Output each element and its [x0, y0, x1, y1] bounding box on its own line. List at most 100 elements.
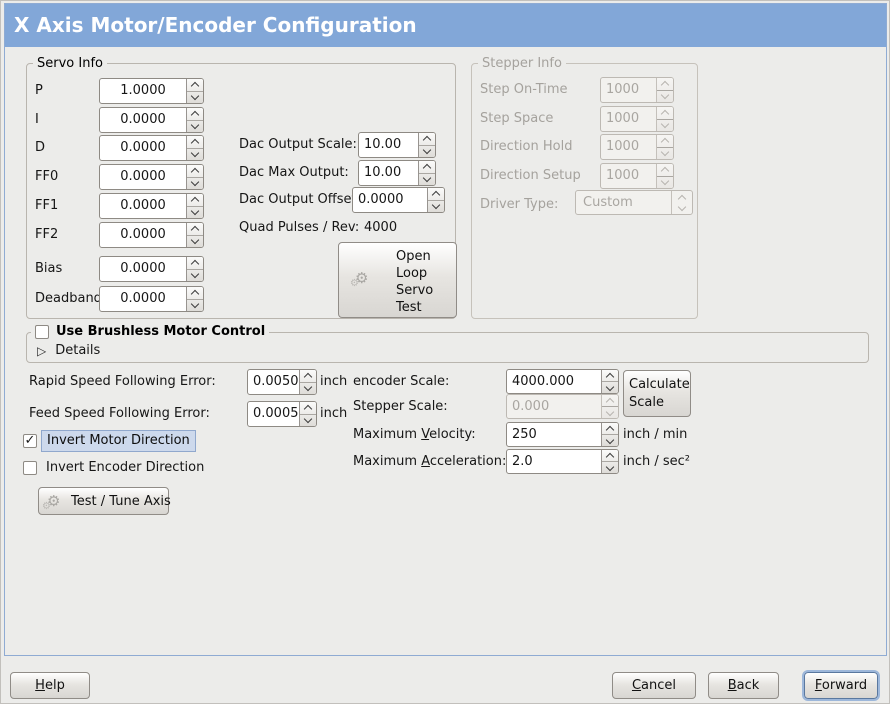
test-tune-axis-label: Test / Tune Axis	[71, 493, 171, 509]
servo-param-label-p: P	[35, 83, 43, 98]
use-brushless-checkbox[interactable]	[35, 324, 49, 339]
rapid-following-error-label: Rapid Speed Following Error:	[29, 374, 216, 389]
rapid-following-error-spinbox[interactable]: 0.0050	[247, 369, 317, 395]
i-spinbox[interactable]: 0.0000	[99, 107, 204, 133]
spin-down-icon	[187, 90, 203, 104]
servo-param-label-ff2: FF2	[35, 227, 59, 242]
servo-param-label-i: I	[35, 112, 39, 127]
invert-encoder-checkbox[interactable]	[23, 461, 37, 475]
servo-param-label-deadband: Deadband	[35, 291, 102, 306]
spin-buttons[interactable]	[186, 223, 203, 247]
spin-buttons[interactable]	[418, 133, 435, 157]
bias-spinbox[interactable]: 0.0000	[99, 256, 204, 282]
spin-down-icon	[602, 406, 618, 418]
spin-down-icon	[657, 118, 673, 132]
servo-info-legend: Servo Info	[33, 56, 107, 71]
step-space-spinbox: 1000	[600, 106, 674, 132]
help-button[interactable]: Help	[10, 672, 90, 699]
spin-up-icon	[602, 450, 618, 461]
spin-buttons	[656, 135, 673, 159]
spin-buttons[interactable]	[186, 287, 203, 311]
step-space-label: Step Space	[480, 111, 554, 126]
spin-buttons[interactable]	[418, 161, 435, 185]
forward-button[interactable]: Forward	[802, 670, 880, 701]
spin-up-icon	[657, 135, 673, 147]
wizard-page: X Axis Motor/Encoder Configuration Servo…	[4, 3, 887, 656]
spin-down-icon	[187, 234, 203, 248]
spin-buttons[interactable]	[601, 370, 618, 393]
spin-up-icon	[187, 136, 203, 148]
spin-buttons[interactable]	[601, 450, 618, 473]
spin-down-icon	[187, 119, 203, 133]
spin-buttons[interactable]	[427, 188, 444, 212]
gears-icon: ⚙⚙	[42, 492, 61, 512]
stepper-scale-spinbox: 0.000	[506, 394, 619, 419]
back-button[interactable]: Back	[708, 672, 779, 699]
ff0-spinbox[interactable]: 0.0000	[99, 164, 204, 190]
acceleration-unit-label: inch / sec²	[623, 454, 691, 469]
direction-hold-label: Direction Hold	[480, 139, 573, 154]
spin-up-icon	[428, 188, 444, 200]
spin-buttons[interactable]	[186, 165, 203, 189]
details-expander[interactable]: ▷ Details	[37, 342, 100, 360]
open-loop-line: Open	[396, 249, 431, 264]
combo-arrows-icon	[671, 191, 692, 214]
details-label: Details	[55, 343, 101, 358]
invert-motor-checkbox[interactable]: ✓	[23, 434, 37, 448]
spin-up-icon	[187, 194, 203, 206]
spin-buttons[interactable]	[299, 402, 316, 426]
spin-up-icon	[300, 370, 316, 382]
maximum-acceleration-label: Maximum Acceleration:	[353, 454, 507, 469]
ff2-spinbox[interactable]: 0.0000	[99, 222, 204, 248]
spin-down-icon	[419, 144, 435, 158]
deadband-spinbox[interactable]: 0.0000	[99, 286, 204, 312]
stepper-info-legend: Stepper Info	[478, 56, 566, 71]
open-loop-line: Test	[396, 300, 422, 315]
spin-buttons[interactable]	[186, 108, 203, 132]
invert-motor-label[interactable]: Invert Motor Direction	[41, 430, 196, 452]
spin-down-icon	[657, 146, 673, 160]
spin-buttons[interactable]	[186, 257, 203, 281]
feed-unit-label: inch	[320, 406, 348, 421]
servo-param-label-ff1: FF1	[35, 198, 59, 213]
spin-buttons[interactable]	[186, 136, 203, 160]
maximum-velocity-label: Maximum Velocity:	[353, 427, 476, 442]
spin-down-icon	[187, 268, 203, 282]
maximum-acceleration-spinbox[interactable]: 2.0	[506, 449, 619, 474]
spin-up-icon	[187, 223, 203, 235]
d-spinbox[interactable]: 0.0000	[99, 135, 204, 161]
spin-buttons[interactable]	[601, 423, 618, 446]
spin-down-icon	[428, 199, 444, 213]
invert-encoder-label[interactable]: Invert Encoder Direction	[46, 460, 205, 475]
open-loop-servo-test-button[interactable]: ⚙⚙ Open Loop Servo Test	[338, 242, 457, 318]
test-tune-axis-button[interactable]: ⚙⚙ Test / Tune Axis	[38, 487, 171, 515]
spin-down-icon	[300, 381, 316, 395]
calculate-scale-button[interactable]: Calculate Scale	[623, 370, 691, 417]
spin-up-icon	[602, 395, 618, 406]
dac-output-scale-spinbox[interactable]: 10.00	[358, 132, 436, 158]
dac-max-output-spinbox[interactable]: 10.00	[358, 160, 436, 186]
use-brushless-label[interactable]: Use Brushless Motor Control	[56, 324, 266, 339]
servo-info-frame: Servo Info P 1.0000 I 0.0000 D 0.0000 FF…	[26, 56, 457, 319]
spin-buttons[interactable]	[186, 194, 203, 218]
spin-buttons[interactable]	[299, 370, 316, 394]
dac-output-offset-spinbox[interactable]: 0.0000	[352, 187, 445, 213]
servo-param-label-d: D	[35, 140, 46, 155]
feed-following-error-spinbox[interactable]: 0.0005	[247, 401, 317, 427]
maximum-velocity-spinbox[interactable]: 250	[506, 422, 619, 447]
encoder-scale-spinbox[interactable]: 4000.000	[506, 369, 619, 394]
cancel-button[interactable]: Cancel	[612, 672, 696, 699]
ff1-spinbox[interactable]: 0.0000	[99, 193, 204, 219]
p-spinbox[interactable]: 1.0000	[99, 78, 204, 104]
open-loop-line: Servo	[396, 283, 434, 298]
dac-output-scale-label: Dac Output Scale:	[239, 137, 357, 152]
spin-down-icon	[602, 381, 618, 393]
spin-buttons[interactable]	[186, 79, 203, 103]
spin-buttons	[656, 164, 673, 188]
spin-down-icon	[187, 205, 203, 219]
spin-up-icon	[657, 107, 673, 119]
page-content: Servo Info P 1.0000 I 0.0000 D 0.0000 FF…	[5, 47, 886, 655]
spin-buttons	[601, 395, 618, 418]
spin-down-icon	[187, 176, 203, 190]
velocity-unit-label: inch / min	[623, 427, 688, 442]
